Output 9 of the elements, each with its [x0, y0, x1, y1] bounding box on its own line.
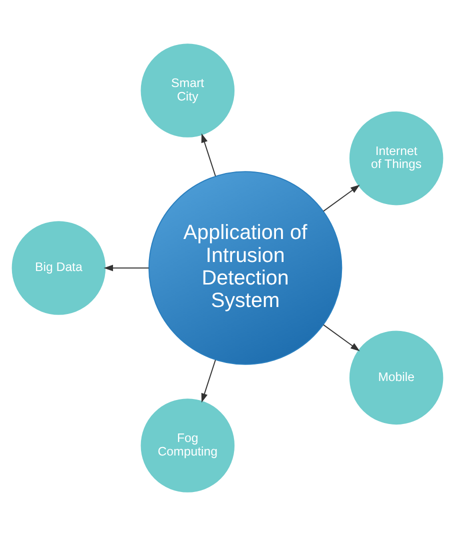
node-circle: Big Data — [12, 220, 106, 314]
node-circle: Fog Computing — [140, 398, 235, 492]
node-circle: Application of Intrusion Detection System — [148, 170, 342, 364]
arrow — [201, 359, 216, 402]
arrow — [104, 264, 149, 271]
arrow — [323, 324, 360, 351]
arrow — [201, 132, 216, 176]
arrow — [323, 184, 360, 212]
node-circle: Smart City — [140, 43, 235, 137]
